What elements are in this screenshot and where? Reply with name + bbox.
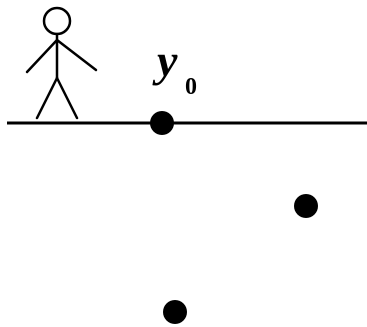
stick-figure-head xyxy=(42,6,72,36)
stick-figure-leg-left xyxy=(35,76,59,120)
stick-figure-leg-right xyxy=(55,76,79,120)
point-bottom xyxy=(163,300,187,324)
point-right xyxy=(294,194,318,218)
point-y0 xyxy=(150,111,174,135)
stick-figure-arm-left xyxy=(25,38,59,74)
point-label-symbol: y xyxy=(157,35,178,86)
stick-figure-icon xyxy=(25,6,98,120)
stick-figure-arm-right xyxy=(55,38,98,72)
point-label-subscript: 0 xyxy=(185,74,197,100)
